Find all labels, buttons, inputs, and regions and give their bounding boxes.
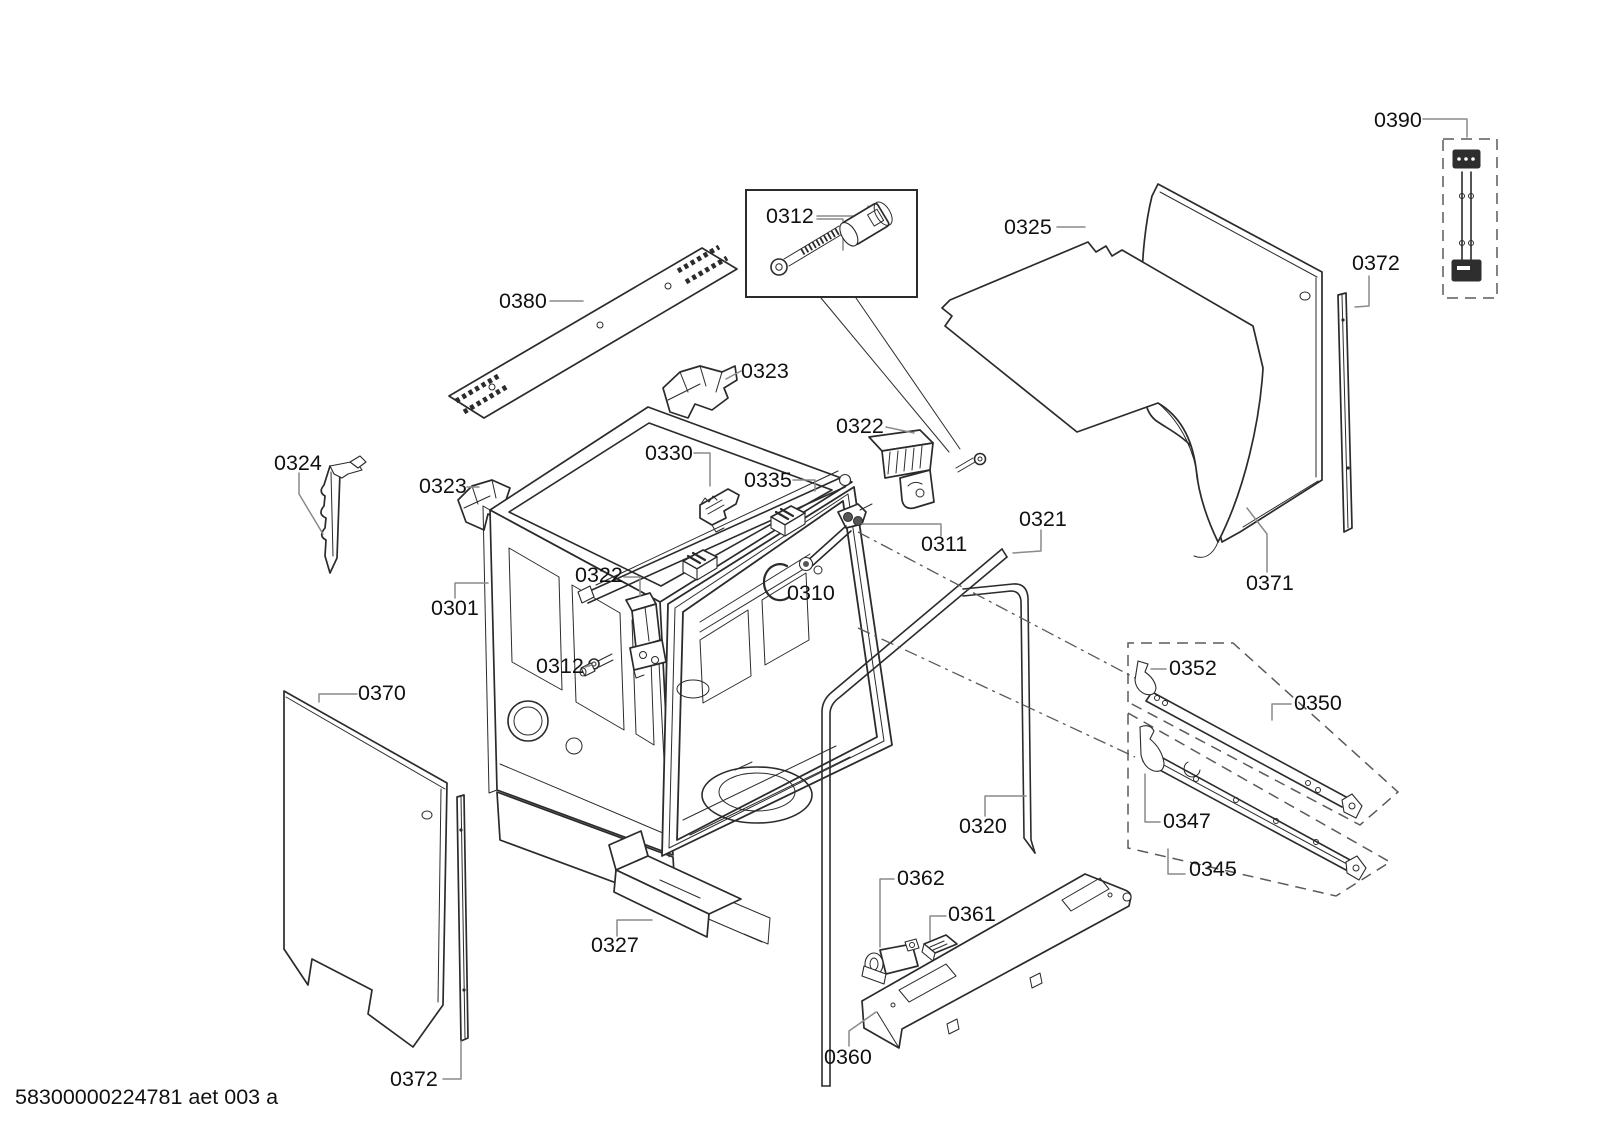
mounting-rail-kit [1127, 642, 1400, 897]
part-0361-clip [921, 934, 958, 962]
part-0312-callout-box [745, 189, 961, 453]
projection-lines [857, 531, 1136, 758]
part-0322-bracket-right [868, 429, 935, 510]
part-label-0361-25: 0361 [948, 902, 996, 926]
part-label-0320-22: 0320 [959, 814, 1007, 838]
part-label-0323-10: 0323 [419, 474, 467, 498]
part-0320-door-seal [962, 583, 1036, 854]
part-0321-door-frame-seal [821, 548, 1008, 1087]
part-label-0370-20: 0370 [358, 681, 406, 705]
part-0322-bracket-left [625, 592, 667, 679]
connector-lines [298, 118, 1468, 1080]
part-0380-top-brace [448, 244, 738, 419]
part-label-0335-8: 0335 [744, 468, 792, 492]
part-label-0301-15: 0301 [431, 596, 479, 620]
part-label-0347-21: 0347 [1163, 809, 1211, 833]
part-0330-clip [699, 488, 740, 533]
part-0390-hose [1442, 138, 1498, 299]
part-label-0312-17: 0312 [536, 654, 584, 678]
part-label-0322-14: 0322 [575, 563, 623, 587]
part-0362-latch [861, 938, 920, 985]
part-0350-rail-upper [1145, 691, 1363, 819]
part-label-0360-27: 0360 [824, 1045, 872, 1069]
part-label-0312-4: 0312 [766, 204, 814, 228]
part-label-0390-0: 0390 [1374, 108, 1422, 132]
part-0325-insulation-mat [941, 241, 1264, 558]
part-label-0345-23: 0345 [1189, 857, 1237, 881]
part-label-0372-1: 0372 [1352, 251, 1400, 275]
doc-number: 58300000224781 aet 003 a [15, 1085, 278, 1109]
part-0327-base-front [608, 830, 742, 938]
part-label-0322-6: 0322 [836, 414, 884, 438]
part-0312-screw-side [579, 653, 614, 677]
part-0372-trim-strip-left [456, 794, 469, 1042]
part-0324-bracket [320, 455, 367, 574]
part-label-0352-18: 0352 [1169, 656, 1217, 680]
part-0323-corner-bracket-top [662, 365, 738, 419]
part-0311-hinge [798, 503, 873, 575]
part-0370-side-panel-left [283, 690, 448, 1048]
part-label-0310-13: 0310 [787, 581, 835, 605]
part-label-0324-9: 0324 [274, 451, 322, 475]
part-0335-rail [577, 470, 852, 604]
part-label-0362-24: 0362 [897, 866, 945, 890]
part-label-0323-5: 0323 [741, 359, 789, 383]
part-0310-spring [762, 563, 791, 602]
part-0352-hook [1134, 660, 1157, 696]
part-label-0380-3: 0380 [499, 289, 547, 313]
part-0312-screw-target [955, 452, 987, 473]
part-0372-trim-strip-right [1337, 292, 1353, 533]
part-label-0325-2: 0325 [1004, 215, 1052, 239]
part-label-0372-28: 0372 [390, 1067, 438, 1091]
part-label-0321-12: 0321 [1019, 507, 1067, 531]
part-0347-hook [1139, 725, 1201, 778]
part-label-0327-26: 0327 [591, 933, 639, 957]
part-label-0371-16: 0371 [1246, 571, 1294, 595]
part-labels: 0390 0372 0325 0380 0312 0323 0322 0330 0335 0324… [274, 108, 1422, 1091]
part-label-0350-19: 0350 [1294, 691, 1342, 715]
part-label-0311-11: 0311 [921, 532, 967, 556]
part-0360-base-rail [861, 873, 1132, 1049]
part-label-0330-7: 0330 [645, 441, 693, 465]
